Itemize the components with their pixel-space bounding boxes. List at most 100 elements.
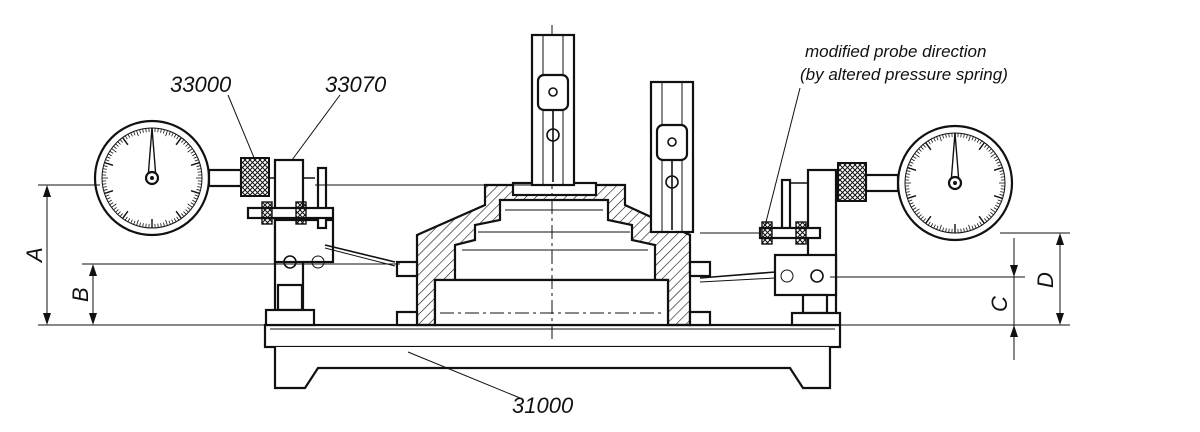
dial-tick xyxy=(197,168,202,170)
leader-lines xyxy=(227,87,801,399)
dial-tick xyxy=(942,227,944,232)
dial-tick xyxy=(990,150,994,154)
dial-tick xyxy=(107,153,112,157)
workpiece xyxy=(395,25,712,340)
dial-tick xyxy=(963,133,965,138)
dial-tick xyxy=(914,153,920,158)
dial-tick xyxy=(104,161,114,166)
dial-tick xyxy=(908,164,913,167)
dial-tick xyxy=(124,135,128,140)
dial-tick xyxy=(111,203,117,208)
dial-tick xyxy=(171,132,174,137)
dial-tick xyxy=(176,135,180,140)
dial-tick xyxy=(905,191,910,193)
dial-tick xyxy=(918,148,922,152)
dial-tick xyxy=(999,170,1004,172)
dial-tick xyxy=(997,164,1002,167)
dial-tick xyxy=(910,158,915,162)
dimension-label-d: D xyxy=(1033,272,1058,288)
dial-tick xyxy=(910,204,915,208)
top-clamp-center xyxy=(530,33,576,187)
dial-tick xyxy=(142,223,144,228)
dial-tick xyxy=(133,131,136,136)
dial-tick xyxy=(993,207,998,211)
dial-tick xyxy=(187,203,193,208)
dial-tick xyxy=(139,222,141,227)
dial-tick xyxy=(912,155,917,159)
dial-tick xyxy=(187,148,193,153)
dial-tick xyxy=(933,137,936,142)
dial-tick xyxy=(906,194,911,196)
dial-tick xyxy=(960,133,962,138)
dial-tick xyxy=(183,141,187,145)
dial-tick xyxy=(113,145,117,149)
dial-tick xyxy=(176,216,180,221)
dial-tick xyxy=(197,183,202,185)
dial-tick xyxy=(192,199,197,203)
dial-tick xyxy=(197,171,202,173)
dial-tick xyxy=(117,141,121,145)
dial-tick xyxy=(920,216,924,220)
dial-gauge-right xyxy=(790,124,1014,242)
dial-tick xyxy=(163,222,165,227)
dial-tick xyxy=(111,148,117,153)
dial-tick xyxy=(127,218,131,223)
dial-tick xyxy=(1000,191,1005,193)
dial-tick xyxy=(996,161,1001,164)
dial-tick xyxy=(930,138,934,143)
dial-tick xyxy=(181,213,185,217)
dial-tick xyxy=(103,165,108,167)
dial-tick xyxy=(183,211,187,215)
dial-tick xyxy=(905,188,910,190)
dial-tick xyxy=(916,150,920,154)
dial-tick xyxy=(927,221,931,226)
dial-tick xyxy=(916,212,920,216)
dial-tick xyxy=(907,166,917,171)
dial-tick xyxy=(936,225,939,230)
dial-tick xyxy=(988,214,992,218)
part-number-33070: 33070 xyxy=(325,72,387,97)
dial-tick xyxy=(930,223,934,228)
dial-tick xyxy=(927,140,931,145)
dial-tick xyxy=(922,218,926,222)
dial-tick xyxy=(102,168,107,170)
dial-tick xyxy=(175,210,182,219)
dial-tick xyxy=(908,199,913,202)
dial-tick xyxy=(119,213,123,217)
dial-tick xyxy=(187,207,191,211)
dial-tick xyxy=(165,219,168,226)
dial-tick xyxy=(193,197,198,200)
dial-tick xyxy=(963,228,965,233)
dial-tick xyxy=(945,133,947,138)
dial-tick xyxy=(165,130,168,137)
dial-tick xyxy=(139,129,141,134)
dial-tick xyxy=(160,223,162,228)
dial-tick xyxy=(993,155,998,159)
dial-tick xyxy=(187,145,191,149)
dial-tick xyxy=(976,223,980,228)
dial-tick xyxy=(948,133,950,138)
dial-tick xyxy=(133,220,136,225)
dial-tick xyxy=(925,142,932,151)
dial-tick xyxy=(945,228,947,233)
dial-tick xyxy=(939,224,942,231)
dial-tick xyxy=(173,218,177,223)
dial-tick xyxy=(1000,176,1005,178)
dial-tick xyxy=(986,216,990,220)
dial-tick xyxy=(978,142,985,151)
dial-tick xyxy=(157,223,159,228)
probe-note-line2: (by altered pressure spring) xyxy=(800,65,1008,84)
dial-tick xyxy=(925,215,932,224)
dimension-label-a: A xyxy=(22,247,47,264)
dial-tick xyxy=(190,190,200,195)
dial-tick xyxy=(196,165,201,167)
dial-tick xyxy=(106,197,111,200)
dial-tick xyxy=(996,202,1001,205)
dial-tick xyxy=(960,228,962,233)
dial-tick xyxy=(122,210,129,219)
dial-tick xyxy=(984,218,988,222)
dial-tick xyxy=(122,137,129,146)
dial-tick xyxy=(993,166,1003,171)
dial-tick xyxy=(905,173,910,175)
